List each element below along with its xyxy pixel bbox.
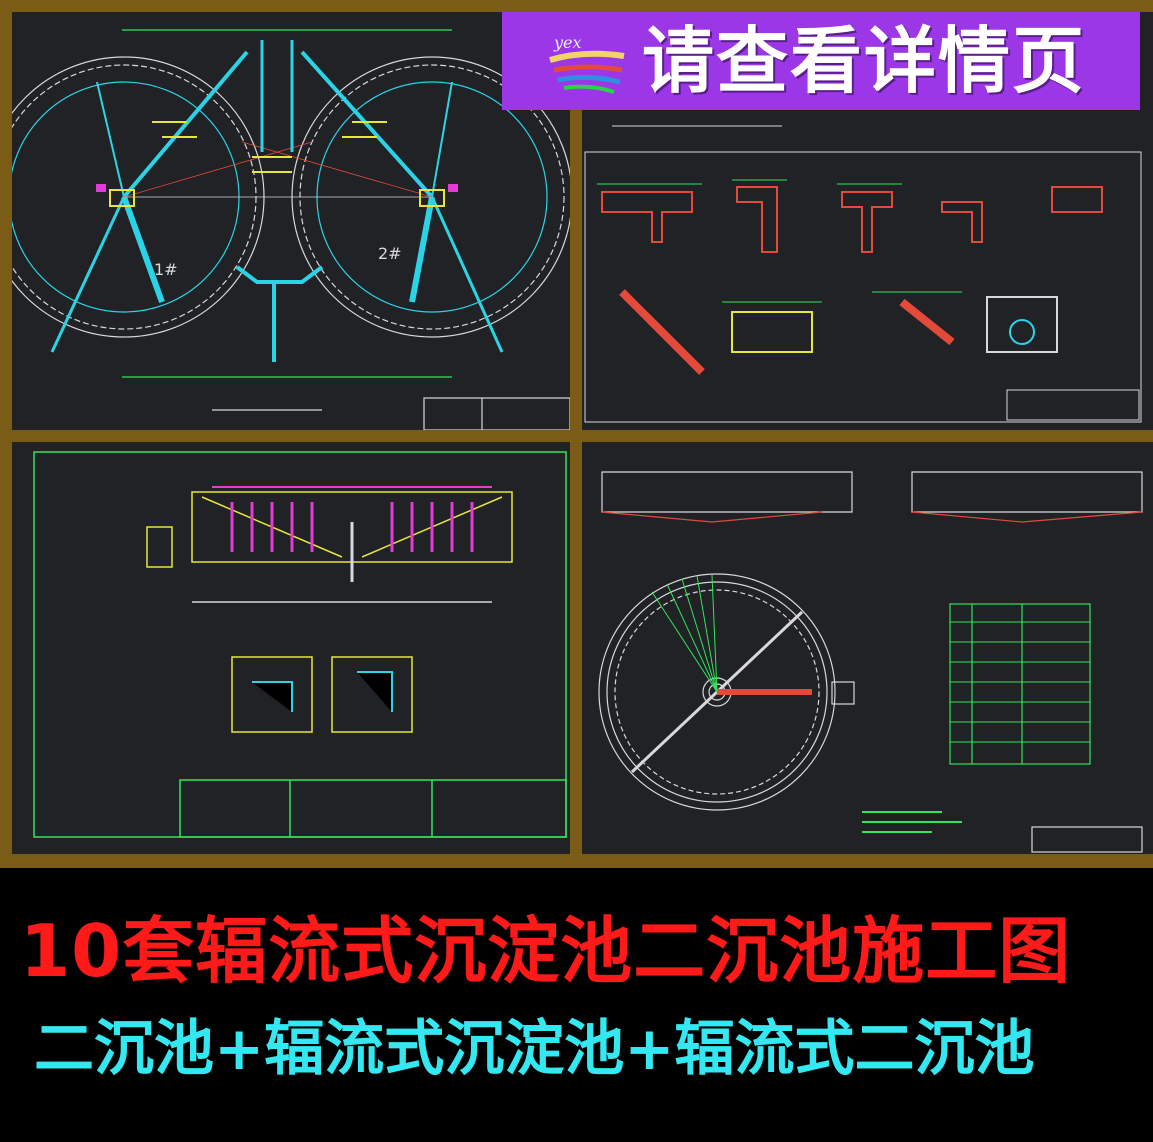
detail-page-banner[interactable]: yex 请查看详情页: [502, 12, 1140, 110]
tank-plan-drawing: [598, 471, 1143, 853]
product-title: 10套辐流式沉淀池二沉池施工图: [20, 909, 1072, 993]
twin-tanks-plan-drawing: 1# 2#: [12, 29, 570, 430]
drawing-panel-cross-section: [12, 442, 570, 854]
cross-section-drawing: [33, 451, 567, 838]
tank-label-1: 1#: [154, 260, 178, 279]
product-subtitle: 二沉池+辐流式沉淀池+辐流式二沉池: [34, 1014, 1035, 1084]
detail-sections-drawing: [584, 125, 1142, 423]
banner-label: 请查看详情页: [642, 19, 1087, 103]
tank-label-2: 2#: [378, 244, 402, 263]
logo-text: yex: [553, 33, 582, 52]
brush-stroke-logo-icon: yex: [549, 33, 625, 94]
drawing-panel-tank-plan: [582, 442, 1153, 854]
drawing-panel-twin-tanks-plan: 1# 2#: [12, 12, 570, 430]
